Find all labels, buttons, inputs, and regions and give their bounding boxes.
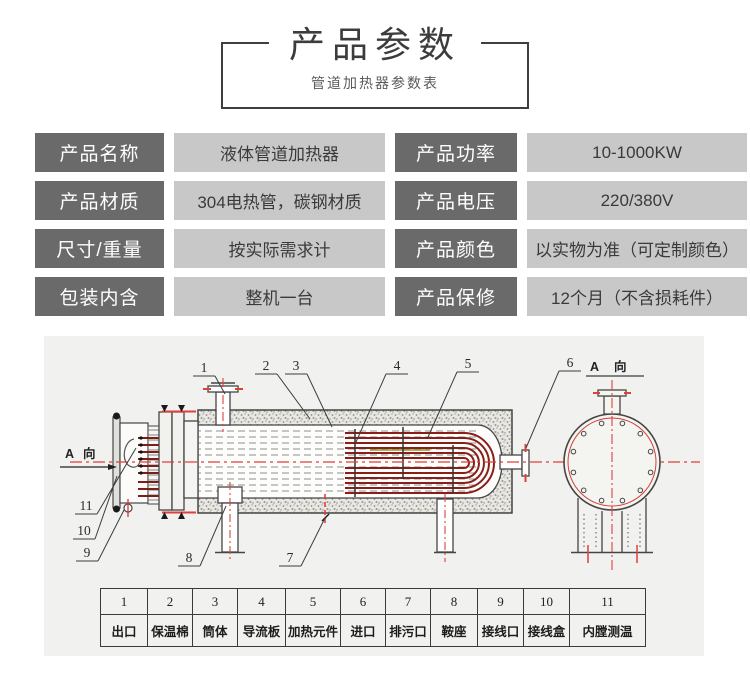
spec-row: 包装内含 整机一台 产品保修 12个月（不含损耗件） xyxy=(35,277,747,316)
spec-value: 按实际需求计 xyxy=(174,229,385,268)
spec-label: 产品颜色 xyxy=(395,229,517,268)
spec-value: 220/380V xyxy=(527,181,747,220)
part-number-cell: 5 xyxy=(285,588,341,615)
technical-drawing-panel: A 向 xyxy=(44,336,704,656)
parts-legend-table: 1 2 3 4 5 6 7 8 9 10 11 出口 保温棉 筒体 导流板 加热… xyxy=(100,588,646,647)
spec-label: 产品材质 xyxy=(35,181,164,220)
a-view-label-left: A 向 xyxy=(65,446,99,461)
callouts: 1 2 3 4 5 6 7 8 9 10 11 xyxy=(73,355,581,567)
spec-value: 304电热管，碳钢材质 xyxy=(174,181,385,220)
part-name-cell: 保温棉 xyxy=(147,614,193,647)
part-name-cell: 出口 xyxy=(100,614,148,647)
callout-1: 1 xyxy=(201,360,208,375)
bottom-valve xyxy=(123,499,133,517)
flange-bolts xyxy=(570,420,654,504)
spec-value: 液体管道加热器 xyxy=(174,133,385,172)
part-name-cell: 接线口 xyxy=(477,614,524,647)
part-number-row: 1 2 3 4 5 6 7 8 9 10 11 xyxy=(100,588,646,615)
part-name-row: 出口 保温棉 筒体 导流板 加热元件 进口 排污口 鞍座 接线口 接线盒 内膛测… xyxy=(100,614,646,647)
spec-value: 12个月（不含损耗件） xyxy=(527,277,747,316)
callout-5: 5 xyxy=(465,356,472,371)
baffles xyxy=(354,427,454,497)
part-number-cell: 1 xyxy=(100,588,148,615)
part-number-cell: 8 xyxy=(430,588,478,615)
part-number-cell: 6 xyxy=(340,588,386,615)
end-view: A 向 xyxy=(563,359,661,572)
a-view-title: A 向 xyxy=(586,359,644,377)
callout-3: 3 xyxy=(293,358,300,373)
spec-row: 产品名称 液体管道加热器 产品功率 10-1000KW xyxy=(35,133,747,172)
callout-4: 4 xyxy=(394,358,401,373)
spec-table: 产品名称 液体管道加热器 产品功率 10-1000KW 产品材质 304电热管，… xyxy=(35,133,747,325)
callout-9: 9 xyxy=(84,545,91,560)
part-number-cell: 11 xyxy=(569,588,646,615)
spec-label: 包装内含 xyxy=(35,277,164,316)
spec-label: 产品电压 xyxy=(395,181,517,220)
part-number-cell: 9 xyxy=(477,588,524,615)
drain-port xyxy=(321,494,330,526)
spec-label: 尺寸/重量 xyxy=(35,229,164,268)
spec-row: 产品材质 304电热管，碳钢材质 产品电压 220/380V xyxy=(35,181,747,220)
callout-6: 6 xyxy=(567,355,574,370)
part-number-cell: 7 xyxy=(385,588,431,615)
junction-box-assembly xyxy=(112,405,199,519)
spec-label: 产品名称 xyxy=(35,133,164,172)
spec-label: 产品保修 xyxy=(395,277,517,316)
spec-label: 产品功率 xyxy=(395,133,517,172)
part-number-cell: 4 xyxy=(237,588,286,615)
spec-row: 尺寸/重量 按实际需求计 产品颜色 以实物为准（可定制颜色） xyxy=(35,229,747,268)
page-subtitle: 管道加热器参数表 xyxy=(311,75,439,91)
element-u-tubes xyxy=(345,432,495,494)
part-name-cell: 内膛测温 xyxy=(569,614,646,647)
part-name-cell: 进口 xyxy=(340,614,386,647)
part-name-cell: 加热元件 xyxy=(285,614,341,647)
a-view-label-right: A 向 xyxy=(590,359,633,374)
callout-11: 11 xyxy=(80,498,93,513)
heater-diagram: A 向 xyxy=(60,355,700,572)
part-number-cell: 10 xyxy=(523,588,570,615)
page-title: 产品参数 xyxy=(268,16,482,68)
part-name-cell: 接线盒 xyxy=(523,614,570,647)
a-view-arrow: A 向 xyxy=(60,446,117,470)
part-number-cell: 3 xyxy=(192,588,238,615)
callout-2: 2 xyxy=(263,358,270,373)
part-name-cell: 鞍座 xyxy=(430,614,478,647)
spec-value: 整机一台 xyxy=(174,277,385,316)
spec-value: 以实物为准（可定制颜色） xyxy=(527,229,747,268)
heating-tubes xyxy=(198,427,495,497)
part-name-cell: 排污口 xyxy=(385,614,431,647)
callout-10: 10 xyxy=(77,523,91,538)
outlet-nozzle xyxy=(203,378,243,432)
part-number-cell: 2 xyxy=(147,588,193,615)
part-name-cell: 筒体 xyxy=(192,614,238,647)
saddle-supports xyxy=(215,482,456,562)
callout-8: 8 xyxy=(186,550,193,565)
part-name-cell: 导流板 xyxy=(237,614,286,647)
spec-value: 10-1000KW xyxy=(527,133,747,172)
callout-7: 7 xyxy=(287,550,294,565)
